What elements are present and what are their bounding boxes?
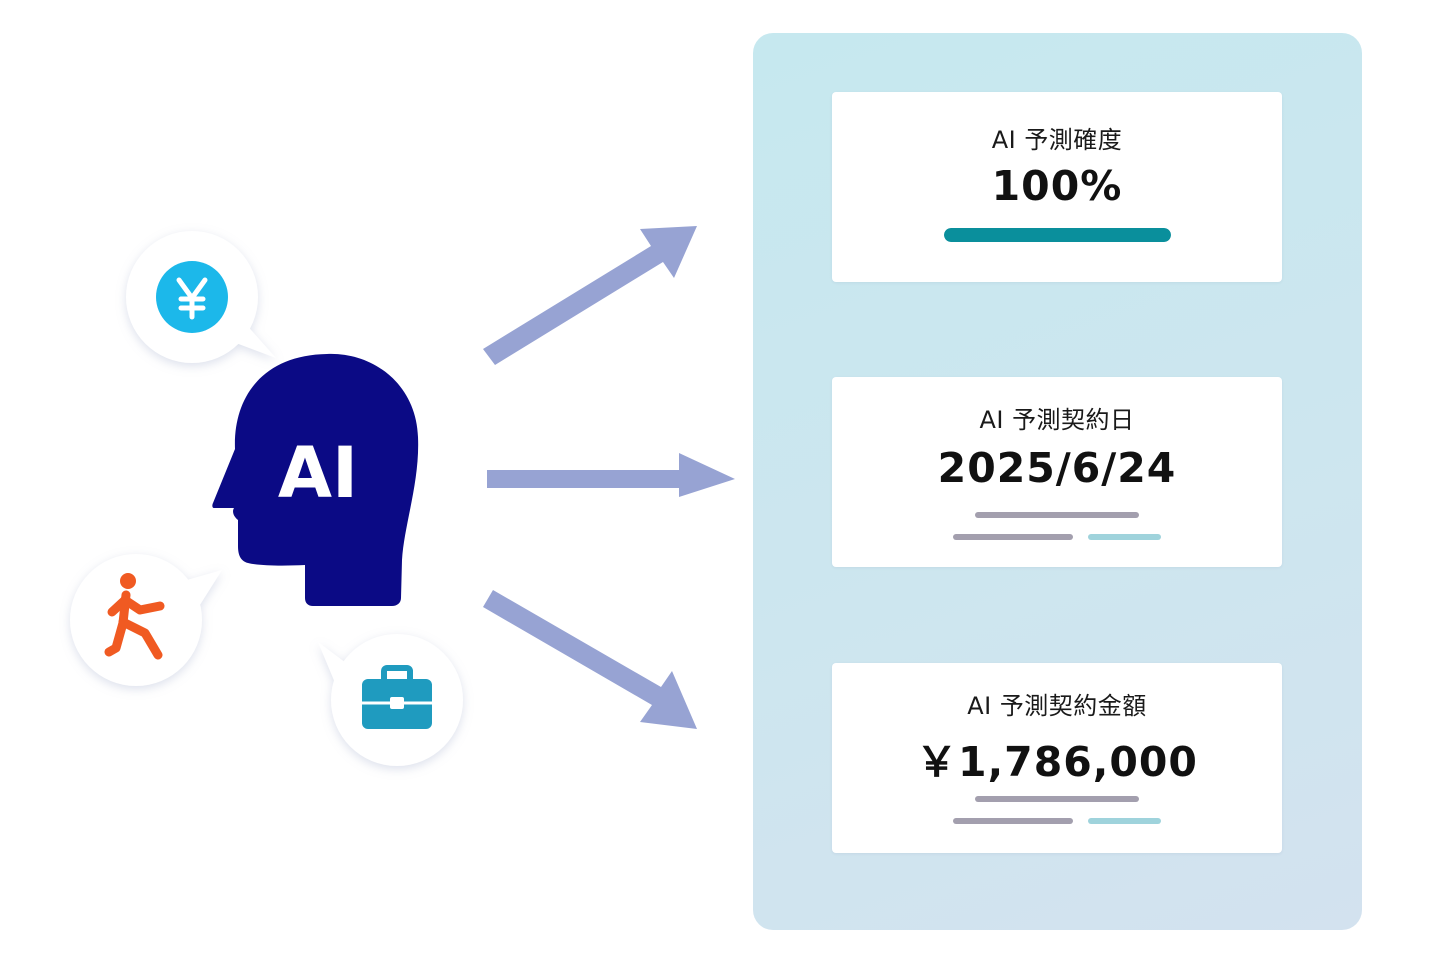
contract-date-card: AI 予測契約日 2025/6/24	[832, 377, 1282, 567]
contract-amount-value: ￥1,786,000	[916, 738, 1198, 786]
prediction-arrows	[483, 226, 735, 729]
placeholder-line	[975, 512, 1139, 518]
placeholder-line	[1088, 818, 1161, 824]
placeholder-line	[953, 818, 1073, 824]
arrow-right	[487, 453, 735, 497]
arrow-up-right	[483, 226, 697, 365]
confidence-label: AI 予測確度	[991, 126, 1123, 154]
running-person-icon	[104, 573, 165, 660]
contract-amount-label: AI 予測契約金額	[967, 692, 1147, 720]
arrow-down-right	[483, 590, 697, 729]
placeholder-line	[953, 534, 1073, 540]
contract-amount-card: AI 予測契約金額 ￥1,786,000	[832, 663, 1282, 853]
running-bubble	[70, 554, 222, 686]
ai-head: AI	[212, 353, 419, 606]
briefcase-icon	[362, 665, 432, 729]
confidence-card: AI 予測確度 100%	[832, 92, 1282, 282]
placeholder-line	[1088, 534, 1161, 540]
ai-head-label: AI	[278, 432, 358, 514]
contract-date-label: AI 予測契約日	[979, 406, 1135, 434]
placeholder-line	[975, 796, 1139, 802]
yen-icon	[156, 261, 228, 333]
confidence-value: 100%	[991, 162, 1123, 210]
confidence-progress-fill	[944, 228, 1171, 242]
contract-date-value: 2025/6/24	[937, 444, 1177, 492]
confidence-progress-bar	[944, 228, 1171, 242]
